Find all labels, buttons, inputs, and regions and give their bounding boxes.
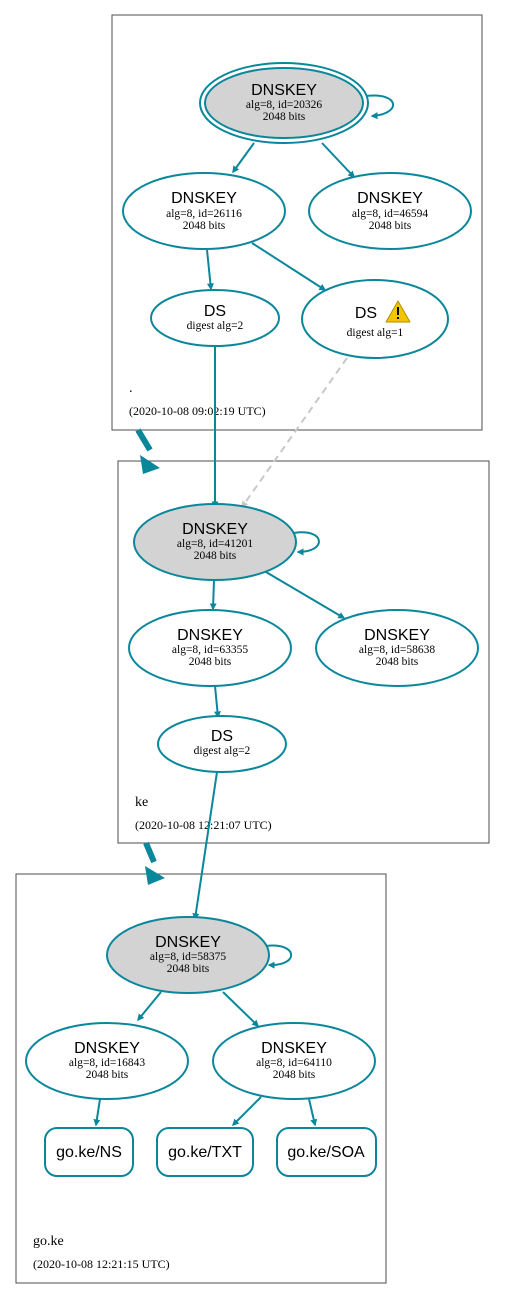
dnskey-node-ke-ksk[interactable]: DNSKEY alg=8, id=41201 2048 bits <box>133 503 297 581</box>
node-info-label: digest alg=1 <box>347 327 404 339</box>
node-info-label: alg=8, id=63355 <box>172 644 248 656</box>
node-info-label: alg=8, id=58375 <box>150 951 226 963</box>
dnskey-ellipse <box>128 609 292 687</box>
dnskey-ellipse <box>308 172 472 250</box>
dnskey-ellipse <box>204 67 364 139</box>
edge-goke-zsk1-ns <box>93 1098 101 1127</box>
node-type-label: DNSKEY <box>155 934 221 951</box>
rrset-box <box>156 1127 254 1177</box>
zone-name-root: . <box>129 381 133 396</box>
edge-goke-zsk2-soa <box>308 1098 318 1127</box>
edge-ke-ksk-self <box>293 531 320 556</box>
node-bits-label: 2048 bits <box>167 963 210 975</box>
node-type-label: DNSKEY <box>251 82 317 99</box>
delegation-arrowhead-root-ke <box>140 455 160 474</box>
edge-goke-ksk-self <box>265 944 293 969</box>
delegation-arrowhead-ke-goke <box>145 866 165 885</box>
rrset-label: go.ke/NS <box>56 1144 122 1161</box>
rrset-node-ns[interactable]: go.ke/NS <box>44 1127 134 1177</box>
dnskey-node-goke-zsk2[interactable]: DNSKEY alg=8, id=64110 2048 bits <box>212 1022 376 1100</box>
warning-icon <box>385 300 411 323</box>
node-type-label: DNSKEY <box>177 627 243 644</box>
edge-root-ksk-zsk1 <box>232 142 255 174</box>
edge-root-zsk1-ds2 <box>251 242 327 291</box>
dnskey-ellipse <box>133 503 297 581</box>
node-type-label: DNSKEY <box>261 1040 327 1057</box>
dnskey-node-root-ksk[interactable]: DNSKEY alg=8, id=20326 2048 bits <box>199 62 369 144</box>
dnskey-outer-ring <box>199 62 369 144</box>
edge-root-zsk1-ds1 <box>206 249 214 291</box>
ds-node-root-ds1[interactable]: DS digest alg=2 <box>150 289 280 347</box>
edge-ke-ds-goke-ksk <box>192 771 218 921</box>
edge-root-ksk-self <box>365 94 394 120</box>
node-info-label: alg=8, id=58638 <box>359 644 435 656</box>
node-info-label: alg=8, id=41201 <box>177 538 253 550</box>
dnskey-node-ke-zsk1[interactable]: DNSKEY alg=8, id=63355 2048 bits <box>128 609 292 687</box>
delegation-arrow-ke-goke <box>143 841 157 864</box>
node-bits-label: 2048 bits <box>263 111 306 123</box>
dnskey-ellipse <box>25 1022 189 1100</box>
ds-node-root-ds2[interactable]: DS digest alg=1 <box>301 279 449 359</box>
rrset-box <box>44 1127 134 1177</box>
node-bits-label: 2048 bits <box>86 1069 129 1081</box>
node-info-label: alg=8, id=64110 <box>256 1057 332 1069</box>
node-bits-label: 2048 bits <box>369 220 412 232</box>
rrset-label: go.ke/TXT <box>168 1144 242 1161</box>
rrset-node-soa[interactable]: go.ke/SOA <box>276 1127 377 1177</box>
node-type-label: DS <box>355 305 377 322</box>
node-info-label: alg=8, id=26116 <box>166 208 242 220</box>
delegation-arrow-root-ke <box>135 428 153 452</box>
dnskey-ellipse <box>315 609 479 687</box>
dnskey-ellipse <box>212 1022 376 1100</box>
rrset-node-txt[interactable]: go.ke/TXT <box>156 1127 254 1177</box>
ds-node-ke-ds[interactable]: DS digest alg=2 <box>157 715 287 773</box>
node-type-label: DNSKEY <box>357 190 423 207</box>
edge-ke-ksk-zsk2 <box>265 571 346 619</box>
node-type-label: DNSKEY <box>364 627 430 644</box>
edge-ke-zsk1-ds <box>213 685 221 719</box>
node-type-label: DS <box>204 303 226 320</box>
node-info-label: digest alg=2 <box>187 320 244 332</box>
dnskey-node-ke-zsk2[interactable]: DNSKEY alg=8, id=58638 2048 bits <box>315 609 479 687</box>
zone-timestamp-root: (2020-10-08 09:02:19 UTC) <box>129 404 266 418</box>
node-bits-label: 2048 bits <box>189 656 232 668</box>
edge-root-ksk-zsk2 <box>321 142 355 179</box>
zone-name-ke: ke <box>135 795 148 810</box>
node-type-label: DNSKEY <box>74 1040 140 1057</box>
dnskey-node-goke-ksk[interactable]: DNSKEY alg=8, id=58375 2048 bits <box>106 916 270 994</box>
node-info-label: alg=8, id=16843 <box>69 1057 145 1069</box>
rrset-box <box>276 1127 377 1177</box>
dnskey-node-goke-zsk1[interactable]: DNSKEY alg=8, id=16843 2048 bits <box>25 1022 189 1100</box>
node-bits-label: 2048 bits <box>183 220 226 232</box>
node-bits-label: 2048 bits <box>194 550 237 562</box>
edge-goke-ksk-zsk2 <box>222 991 260 1027</box>
dnskey-ellipse <box>122 172 286 250</box>
node-info-label: digest alg=2 <box>194 745 251 757</box>
zone-timestamp-goke: (2020-10-08 12:21:15 UTC) <box>33 1257 170 1271</box>
node-type-label: DS <box>211 728 233 745</box>
zone-name-goke: go.ke <box>33 1234 64 1249</box>
zone-timestamp-ke: (2020-10-08 12:21:07 UTC) <box>135 818 272 832</box>
edge-root-ds2-ke-ksk <box>241 357 348 509</box>
edge-goke-zsk2-txt <box>232 1096 262 1126</box>
ds-ellipse <box>301 279 449 359</box>
node-bits-label: 2048 bits <box>376 656 419 668</box>
node-info-label: alg=8, id=20326 <box>246 99 322 111</box>
ds-ellipse <box>157 715 287 773</box>
node-type-label: DNSKEY <box>171 190 237 207</box>
dnskey-node-root-zsk1[interactable]: DNSKEY alg=8, id=26116 2048 bits <box>122 172 286 250</box>
dnskey-node-root-zsk2[interactable]: DNSKEY alg=8, id=46594 2048 bits <box>308 172 472 250</box>
edge-goke-ksk-zsk1 <box>137 991 162 1022</box>
ds-ellipse <box>150 289 280 347</box>
node-type-label: DNSKEY <box>182 521 248 538</box>
node-bits-label: 2048 bits <box>273 1069 316 1081</box>
edge-ke-ksk-zsk1 <box>209 579 217 611</box>
rrset-label: go.ke/SOA <box>287 1144 365 1161</box>
dnskey-ellipse <box>106 916 270 994</box>
node-info-label: alg=8, id=46594 <box>352 208 428 220</box>
